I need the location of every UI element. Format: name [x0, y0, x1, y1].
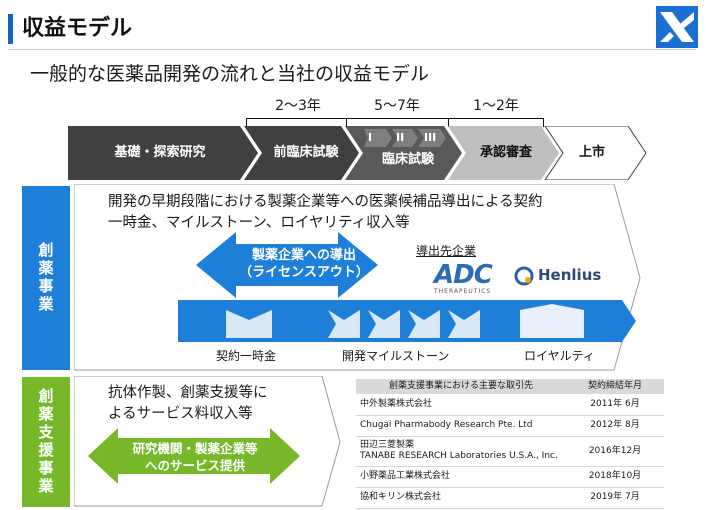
discovery-support-side-label: 創薬支援事業 — [22, 377, 70, 507]
clinical-phase-2: II — [396, 131, 405, 144]
table-header-partner: 創薬支援事業における主要な取引先 — [356, 379, 566, 395]
table-cell-date: 2019年 7月 — [566, 487, 664, 509]
adc-logo-icon: ADC THERAPEUTICS — [434, 260, 493, 295]
licensing-double-arrow — [196, 232, 378, 298]
duration-bracket-line — [246, 118, 544, 119]
table-cell-partner: 小野薬品工業株式会社 — [356, 466, 566, 488]
table-cell-partner: 田辺三菱製薬 TANABE RESEARCH Laboratories U.S.… — [356, 436, 566, 467]
page-title: 収益モデル — [22, 16, 133, 41]
discovery-support-description-2: よるサービス料収入等 — [108, 406, 253, 422]
discovery-support-description-1: 抗体作製、創薬支援等に — [108, 385, 268, 401]
table-row: 中外製薬株式会社 2011年 6月 — [356, 394, 664, 416]
table-cell-partner: Chugai Pharmabody Research Pte. Ltd — [356, 415, 566, 437]
phase-chevron-preclinical — [244, 126, 359, 180]
title-accent-bar — [8, 14, 13, 44]
drug-discovery-panel — [74, 184, 641, 371]
duration-preclinical: 2～3年 — [275, 98, 321, 114]
phase-label-research: 基礎・探索研究 — [114, 145, 206, 160]
service-double-arrow — [88, 428, 300, 484]
table-cell-partner: 中外製薬株式会社 — [356, 394, 566, 416]
clinical-phase-3: III — [424, 131, 437, 144]
table-header-row: 創薬支援事業における主要な取引先 契約締結年月 — [356, 379, 664, 395]
drug-discovery-side-label: 創薬事業 — [22, 186, 70, 370]
duration-tick — [543, 118, 544, 127]
phase-flow — [68, 126, 647, 180]
table-cell-date: 2012年 8月 — [566, 415, 664, 437]
duration-clinical: 5～7年 — [374, 98, 420, 114]
phase-chevron-research — [68, 126, 258, 180]
clinical-phase-1: I — [368, 131, 373, 144]
table-row: 小野薬品工業株式会社 2018年10月 — [356, 466, 664, 488]
table-row: 田辺三菱製薬 TANABE RESEARCH Laboratories U.S.… — [356, 436, 664, 467]
duration-approval: 1～2年 — [473, 98, 519, 114]
henlius-logo-text: Henlius — [538, 266, 602, 284]
revenue-label-milestone: 開発マイルストーン — [342, 349, 450, 363]
duration-tick — [346, 118, 347, 127]
discovery-support-panel — [74, 376, 341, 507]
table-cell-partner: 協和キリン株式会社 — [356, 487, 566, 509]
table-header-date: 契約締結年月 — [566, 379, 664, 395]
table-row: 協和キリン株式会社 2019年 7月 — [356, 487, 664, 509]
duration-tick — [246, 118, 247, 127]
henlius-logo-icon — [514, 266, 534, 286]
revenue-label-royalty: ロイヤルティ — [524, 349, 595, 363]
company-logo-icon — [656, 6, 698, 48]
phase-chevron-launch — [544, 126, 647, 180]
table-cell-date: 2018年10月 — [566, 466, 664, 488]
page-subtitle: 一般的な医薬品開発の流れと当社の収益モデル — [30, 63, 430, 85]
phase-label-approval: 承認審査 — [479, 145, 532, 160]
revenue-label-upfront: 契約一時金 — [216, 349, 277, 363]
phase-label-clinical: 臨床試験 — [381, 152, 434, 167]
table-cell-date: 2011年 6月 — [566, 394, 664, 416]
phase-chevron-approval — [448, 126, 559, 180]
drug-discovery-description-2: 一時金、マイルストーン、ロイヤリティ収入等 — [108, 215, 410, 231]
drug-discovery-description-1: 開発の早期段階における製薬企業等への医薬候補品導出による契約 — [108, 194, 543, 210]
title-divider — [8, 49, 696, 50]
partners-label: 導出先企業 — [416, 244, 477, 258]
table-row: Chugai Pharmabody Research Pte. Ltd 2012… — [356, 415, 664, 437]
licensing-arrow-label: 製薬企業への導出 （ライセンスアウト） — [239, 248, 369, 280]
deals-table: 創薬支援事業における主要な取引先 契約締結年月 中外製薬株式会社 2011年 6… — [356, 379, 664, 509]
duration-tick — [448, 118, 449, 127]
service-arrow-label: 研究機関・製薬企業等 へのサービス提供 — [132, 441, 258, 473]
phase-label-preclinical: 前臨床試験 — [273, 145, 339, 160]
phase-label-launch: 上市 — [578, 145, 605, 160]
table-cell-date: 2016年12月 — [566, 436, 664, 467]
